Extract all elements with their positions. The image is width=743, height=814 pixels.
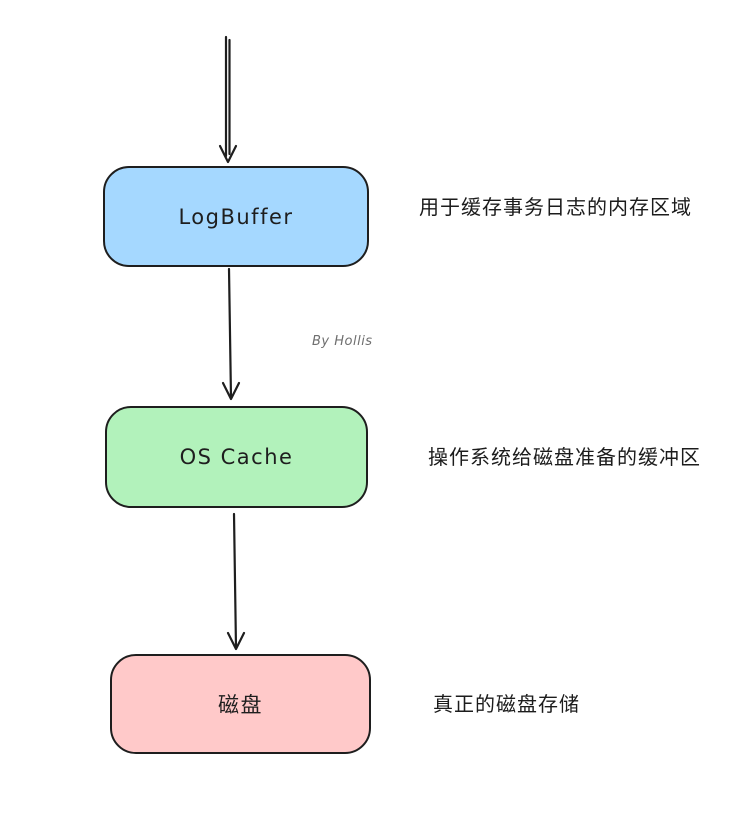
arrow-into-logbuffer bbox=[218, 35, 238, 164]
arrow-oscache-to-disk bbox=[226, 512, 246, 651]
node-disk-description: 真正的磁盘存储 bbox=[433, 692, 580, 716]
arrow-logbuffer-to-oscache bbox=[221, 267, 241, 401]
node-logbuffer-label: LogBuffer bbox=[178, 204, 294, 229]
node-oscache-label: OS Cache bbox=[179, 445, 294, 469]
node-disk: 磁盘 bbox=[110, 654, 371, 754]
attribution-text: By Hollis bbox=[312, 334, 373, 349]
node-oscache-description: 操作系统给磁盘准备的缓冲区 bbox=[428, 445, 701, 469]
node-oscache: OS Cache bbox=[105, 406, 368, 508]
node-disk-label: 磁盘 bbox=[218, 693, 263, 717]
node-logbuffer: LogBuffer bbox=[103, 166, 369, 267]
node-logbuffer-description: 用于缓存事务日志的内存区域 bbox=[419, 195, 692, 219]
